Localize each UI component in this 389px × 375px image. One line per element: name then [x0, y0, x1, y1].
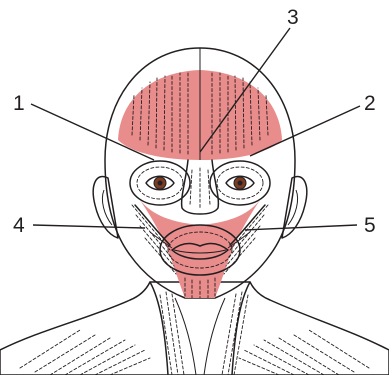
- right-eye: [226, 176, 254, 190]
- callout-3-label: 3: [287, 6, 299, 29]
- callout-4-leader: [33, 225, 145, 228]
- head: [105, 48, 295, 298]
- callout-2-label: 2: [364, 92, 376, 115]
- callout-4-label: 4: [13, 214, 25, 237]
- callout-1-label: 1: [13, 92, 25, 115]
- left-eye: [146, 176, 174, 190]
- callout-5-leader: [245, 225, 357, 230]
- callout-5-label: 5: [364, 214, 376, 237]
